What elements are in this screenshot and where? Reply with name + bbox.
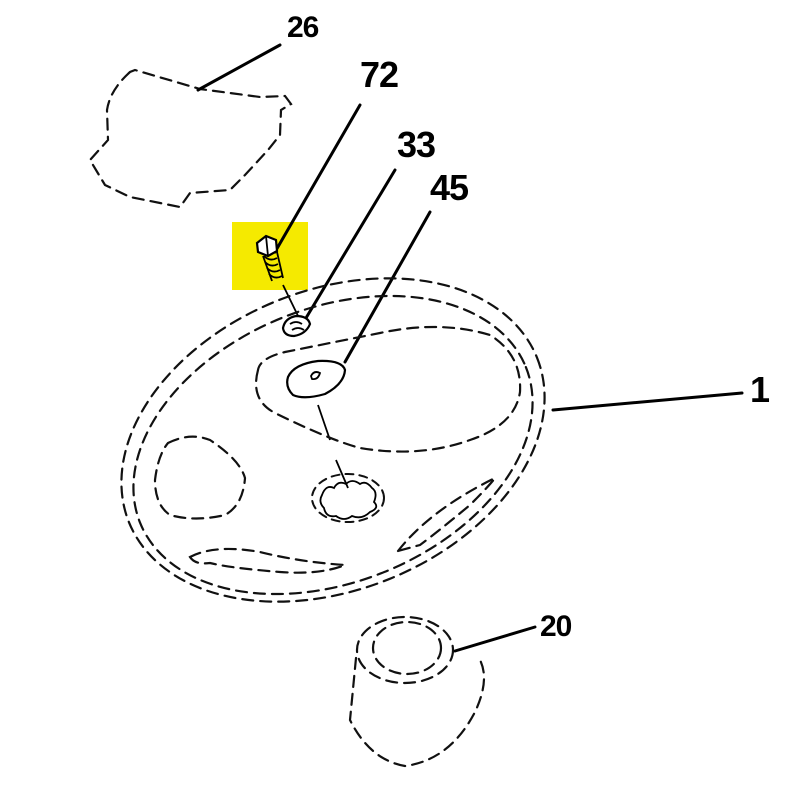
part-33-lock-washer[interactable] bbox=[281, 314, 312, 338]
part-26-cover-insert[interactable] bbox=[88, 68, 293, 209]
part-45-flat-washer[interactable] bbox=[286, 359, 347, 399]
leader-line-26 bbox=[196, 43, 282, 92]
part-20-column-boot[interactable] bbox=[348, 615, 486, 768]
callout-45[interactable]: 45 bbox=[430, 167, 469, 208]
callout-33[interactable]: 33 bbox=[397, 124, 436, 165]
leader-line-1 bbox=[551, 391, 744, 412]
callout-26[interactable]: 26 bbox=[287, 11, 319, 44]
callout-1[interactable]: 1 bbox=[750, 369, 770, 410]
part-1-steering-wheel[interactable] bbox=[73, 219, 593, 662]
leader-line-33 bbox=[304, 168, 397, 320]
leader-line-72 bbox=[273, 103, 362, 254]
part-72-bolt[interactable] bbox=[255, 234, 284, 282]
callout-72[interactable]: 72 bbox=[360, 54, 399, 95]
callout-20[interactable]: 20 bbox=[540, 610, 572, 643]
assembly-axis bbox=[282, 284, 301, 321]
assembly-axis-lower bbox=[317, 404, 331, 441]
leader-line-20 bbox=[453, 625, 537, 653]
